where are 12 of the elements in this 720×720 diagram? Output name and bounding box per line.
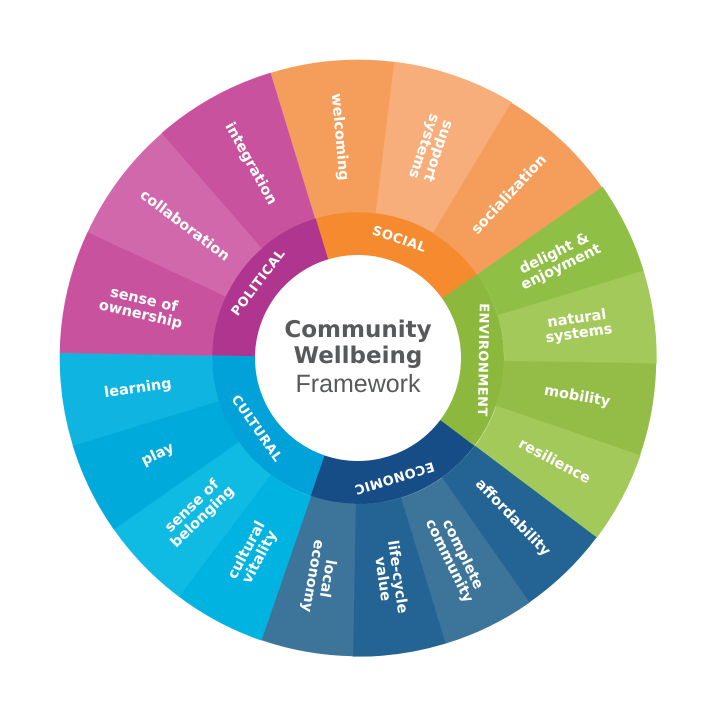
segment-label: learning xyxy=(102,374,174,403)
framework-subtitle: Framework xyxy=(295,370,420,398)
outer-ring-segment xyxy=(60,352,218,446)
category-ring-segment xyxy=(310,420,475,504)
segment-label: play xyxy=(138,439,178,472)
segment-label: local economy xyxy=(297,536,340,615)
category-label: ENVIRONMENT xyxy=(474,303,490,418)
segment-label: life-cycle value xyxy=(370,538,411,616)
segment-label: welcoming xyxy=(326,91,351,184)
framework-title: Community Wellbeing xyxy=(283,318,433,370)
segment-label: mobility xyxy=(541,381,612,412)
segment-label: natural systems xyxy=(543,306,614,349)
